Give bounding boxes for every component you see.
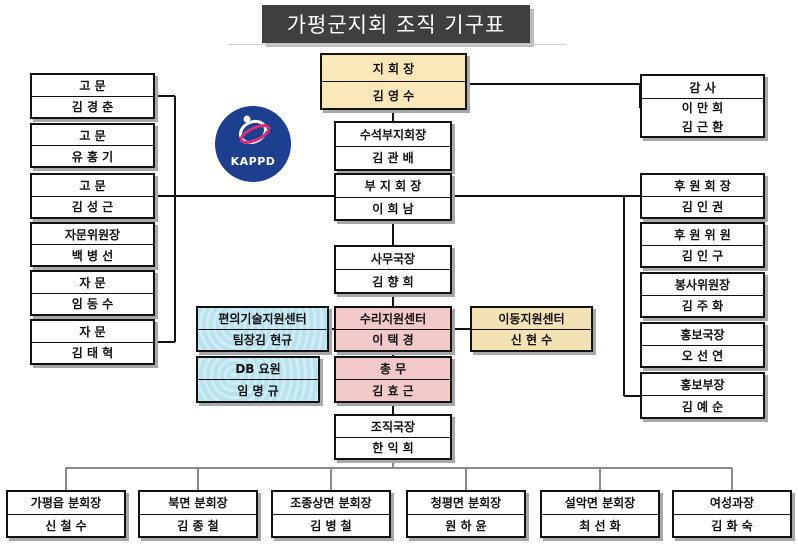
advisor-role: 고 문 — [79, 178, 106, 193]
auditor-role: 감 사 — [689, 80, 716, 95]
mobility-center-name: 신 현 수 — [472, 328, 591, 351]
branch-box: 북면 분회장 김 종 철 — [138, 490, 258, 538]
senior-vice-name: 김 관 배 — [336, 145, 450, 170]
advisory-chair-box: 자문위원장 백 병 선 — [30, 222, 155, 267]
branch-name: 최 선 화 — [542, 513, 658, 537]
auditor-box: 감 사 이 만 희 김 근 환 — [640, 74, 765, 138]
org-director-name: 한 익 희 — [336, 436, 450, 459]
sponsor-member-name: 김 인 구 — [642, 244, 763, 267]
logo-emblem-icon — [215, 106, 291, 182]
volunteer-chair-role: 봉사위원장 — [674, 277, 731, 292]
logo-text: KAPPD — [230, 155, 276, 168]
auditor-name: 김 근 환 — [681, 120, 724, 134]
branch-box: 설악면 분회장 최 선 화 — [540, 490, 660, 538]
advisor-box: 고 문 김 경 춘 — [30, 73, 155, 119]
db-staff-box: DB 요원 임 명 규 — [196, 356, 320, 403]
sponsor-member-role: 후 원 위 원 — [674, 227, 731, 242]
org-director-role: 조직국장 — [370, 419, 416, 434]
volunteer-chair-box: 봉사위원장 김 주 화 — [640, 272, 765, 318]
advisor-name: 김 성 근 — [32, 195, 153, 218]
consultant-role: 자 문 — [79, 275, 106, 290]
chair-role: 지 회 장 — [372, 61, 415, 76]
tech-support-name: 팀장김 현규 — [198, 328, 327, 351]
secgen-role: 사무국장 — [370, 251, 416, 266]
branch-box: 청평면 분회장 원 하 윤 — [406, 490, 526, 538]
volunteer-chair-name: 김 주 화 — [642, 294, 763, 317]
vice-role: 부 지 회 장 — [364, 179, 422, 194]
repair-center-name: 이 택 경 — [336, 328, 450, 351]
advisor-name: 유 홍 기 — [32, 145, 153, 166]
pr-director-name: 오 선 연 — [642, 344, 763, 367]
branch-name: 김 종 철 — [140, 513, 256, 537]
branch-name: 신 철 수 — [8, 513, 124, 537]
consultant-name: 임 동 수 — [32, 292, 153, 315]
branch-role: 가평읍 분회장 — [30, 496, 102, 511]
pr-manager-box: 홍보부장 김 예 순 — [640, 372, 765, 419]
consultant-name: 김 태 혁 — [32, 341, 153, 364]
general-affairs-name: 김 효 근 — [336, 379, 450, 401]
chair-name: 김 영 수 — [322, 81, 465, 108]
consultant-box: 자 문 임 동 수 — [30, 270, 155, 316]
repair-center-role: 수리지원센터 — [359, 311, 427, 326]
branch-box: 가평읍 분회장 신 철 수 — [6, 490, 126, 538]
branch-role: 청평면 분회장 — [430, 496, 502, 511]
chair-box: 지 회 장 김 영 수 — [320, 53, 467, 110]
pr-director-box: 홍보국장 오 선 연 — [640, 322, 765, 368]
org-director-box: 조직국장 한 익 희 — [334, 414, 452, 460]
db-staff-role: DB 요원 — [235, 362, 281, 376]
tech-support-role: 편의기술지원센터 — [218, 311, 307, 326]
vice-box: 부 지 회 장 이 희 남 — [334, 173, 452, 221]
auditor-names: 이 만 희 김 근 환 — [642, 98, 763, 137]
title-divider — [228, 44, 566, 45]
secgen-box: 사무국장 김 향 희 — [334, 245, 452, 294]
mobility-center-box: 이동지원센터 신 현 수 — [470, 306, 593, 352]
pr-director-role: 홍보국장 — [680, 327, 725, 342]
repair-center-box: 수리지원센터 이 택 경 — [334, 306, 452, 352]
branch-name: 원 하 윤 — [408, 513, 524, 537]
chart-title: 가평군지회 조직 기구표 — [262, 5, 530, 43]
general-affairs-box: 총 무 김 효 근 — [334, 356, 452, 403]
advisor-role: 고 문 — [79, 128, 106, 143]
support-chair-box: 후 원 회 장 김 인 권 — [640, 173, 765, 219]
pr-manager-role: 홍보부장 — [680, 378, 725, 392]
advisor-box: 고 문 유 홍 기 — [30, 123, 155, 168]
senior-vice-role: 수석부지회장 — [359, 127, 427, 142]
women-section-name: 김 화 숙 — [674, 513, 790, 537]
women-section-box: 여성과장 김 화 숙 — [672, 490, 792, 538]
db-staff-name: 임 명 규 — [198, 379, 318, 401]
advisory-chair-name: 백 병 선 — [32, 244, 153, 265]
consultant-role: 자 문 — [79, 324, 106, 339]
support-chair-role: 후 원 회 장 — [674, 178, 731, 193]
branch-role: 조종상면 분회장 — [290, 496, 372, 511]
mobility-center-role: 이동지원센터 — [498, 311, 565, 326]
pr-manager-name: 김 예 순 — [642, 395, 763, 417]
women-section-role: 여성과장 — [709, 496, 755, 511]
sponsor-member-box: 후 원 위 원 김 인 구 — [640, 222, 765, 268]
branch-role: 설악면 분회장 — [564, 496, 636, 511]
secgen-name: 김 향 희 — [336, 269, 450, 292]
branch-box: 조종상면 분회장 김 병 철 — [271, 490, 391, 538]
consultant-box: 자 문 김 태 혁 — [30, 319, 155, 365]
advisor-box: 고 문 김 성 근 — [30, 173, 155, 219]
auditor-name: 이 만 희 — [681, 101, 724, 115]
senior-vice-box: 수석부지회장 김 관 배 — [334, 121, 452, 171]
vice-name: 이 희 남 — [336, 196, 450, 220]
advisor-name: 김 경 춘 — [32, 95, 153, 118]
advisory-chair-role: 자문위원장 — [64, 227, 121, 242]
general-affairs-role: 총 무 — [379, 362, 407, 376]
kappd-logo: KAPPD — [209, 104, 297, 184]
support-chair-name: 김 인 권 — [642, 195, 763, 218]
branch-name: 김 병 철 — [273, 513, 389, 537]
tech-support-box: 편의기술지원센터 팀장김 현규 — [196, 306, 329, 352]
advisor-role: 고 문 — [79, 78, 106, 93]
branch-role: 북면 분회장 — [168, 496, 228, 511]
